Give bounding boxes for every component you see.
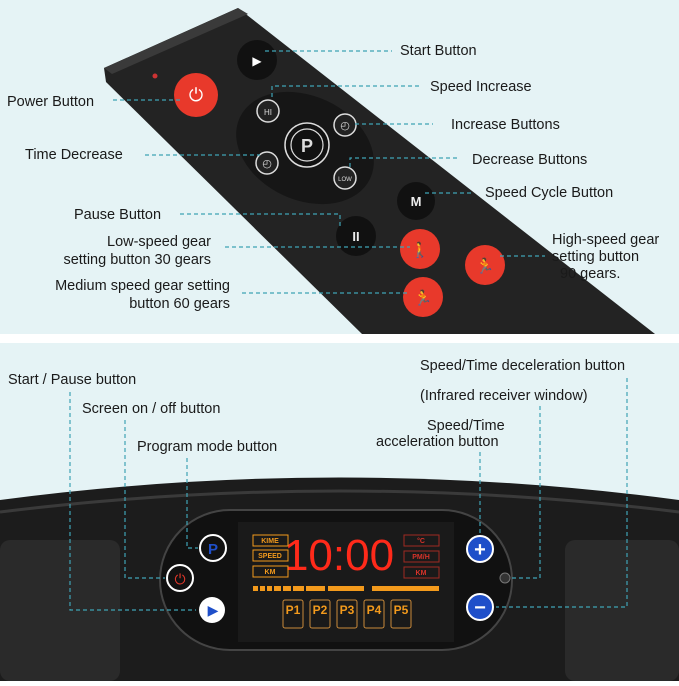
label-accel-1: Speed/Time [427, 418, 505, 434]
program-p3: P3 [340, 603, 355, 617]
mode-glyph: M [411, 194, 422, 209]
power-icon: ⏻ [174, 571, 185, 587]
program-glyph: P [301, 136, 313, 156]
lcd-contents: 10:00 KIME SPEED KM °C PM/H KM P1 P2 P3 … [252, 531, 440, 629]
power-button[interactable] [174, 73, 218, 117]
start-button[interactable] [237, 40, 277, 80]
high-glyph: HI [264, 108, 272, 117]
panel-callout-lines [69, 378, 628, 611]
label-pause: Pause Button [74, 207, 161, 223]
indicator-kime: KIME [261, 538, 279, 545]
power-icon: ⏻ [189, 85, 203, 105]
pause-button[interactable] [336, 216, 376, 256]
play-icon: ▶ [208, 602, 219, 618]
walking-icon: 🚶 [411, 241, 430, 259]
medium-speed-button[interactable] [403, 277, 443, 317]
label-decel: Speed/Time deceleration button [420, 358, 625, 374]
indicator-km: KM [265, 569, 276, 576]
time-decrease-button[interactable] [255, 151, 279, 175]
jogging-icon: 🏃 [414, 289, 433, 307]
clock-icon: ◴ [340, 120, 350, 132]
label-low-speed-1: Low-speed gear [107, 234, 211, 250]
label-screen: Screen on / off button [82, 401, 220, 417]
panel-labels: Start / Pause button Screen on / off but… [8, 358, 625, 455]
indicator-km-right: KM [416, 570, 427, 577]
speed-increase-button[interactable] [256, 99, 280, 123]
panel-buttons: P ⏻ ▶ + − [166, 534, 511, 623]
vibration-plate [0, 477, 679, 681]
clock-icon: ◴ [262, 158, 272, 170]
program-p4: P4 [367, 603, 382, 617]
left-foot-pad [0, 540, 120, 681]
low-glyph: LOW [338, 177, 352, 183]
label-time-decrease: Time Decrease [25, 147, 123, 163]
program-mode-button[interactable] [199, 534, 227, 562]
label-medium-1: Medium speed gear setting [55, 278, 230, 294]
plus-button[interactable] [466, 535, 494, 563]
label-high-1: High-speed gear [552, 232, 659, 248]
time-increase-button[interactable] [333, 113, 357, 137]
label-high-2: setting button [552, 249, 639, 265]
pause-icon: II [352, 229, 359, 244]
screen-power-button[interactable] [166, 564, 194, 592]
label-start-pause: Start / Pause button [8, 372, 136, 388]
program-p1: P1 [286, 603, 301, 617]
label-low-speed-2: setting button 30 gears [63, 252, 211, 268]
remote-labels: Start Button Speed Increase Increase But… [7, 43, 659, 312]
speed-bar [253, 586, 439, 591]
program-glyph: P [208, 541, 218, 558]
speed-cycle-button[interactable] [397, 182, 435, 220]
infrared-window [499, 572, 511, 584]
minus-button[interactable] [466, 593, 494, 621]
label-high-3: 90 gears. [560, 266, 620, 282]
running-icon: 🏃 [476, 257, 495, 275]
program-p2: P2 [313, 603, 328, 617]
right-foot-pad [565, 540, 679, 681]
program-p5: P5 [394, 603, 409, 617]
minus-icon: − [474, 597, 486, 619]
label-power: Power Button [7, 94, 94, 110]
label-speed-increase: Speed Increase [430, 79, 532, 95]
indicator-pmh: PM/H [412, 554, 430, 561]
label-accel-2: acceleration button [376, 434, 499, 450]
play-icon: ▶ [252, 54, 262, 68]
indicator-celsius: °C [417, 537, 425, 545]
indicator-speed: SPEED [258, 553, 282, 560]
indicator-led [152, 73, 158, 79]
label-program: Program mode button [137, 439, 277, 455]
label-medium-2: button 60 gears [129, 296, 230, 312]
speed-decrease-button[interactable] [333, 166, 357, 190]
label-speed-cycle: Speed Cycle Button [485, 185, 613, 201]
remote-callout-lines [113, 50, 545, 294]
label-infrared: (Infrared receiver window) [420, 388, 588, 404]
label-increase: Increase Buttons [451, 117, 560, 133]
start-pause-button[interactable] [199, 597, 225, 623]
remote-buttons: ⏻ ▶ HI P ◴ ◴ LOW M II 🚶 🏃 🏃 [174, 40, 505, 317]
time-readout: 10:00 [284, 531, 394, 580]
plus-icon: + [474, 539, 486, 561]
high-speed-button[interactable] [465, 245, 505, 285]
lcd-display [238, 522, 454, 642]
label-decrease: Decrease Buttons [472, 152, 587, 168]
label-start: Start Button [400, 43, 477, 59]
low-speed-button[interactable] [400, 229, 440, 269]
